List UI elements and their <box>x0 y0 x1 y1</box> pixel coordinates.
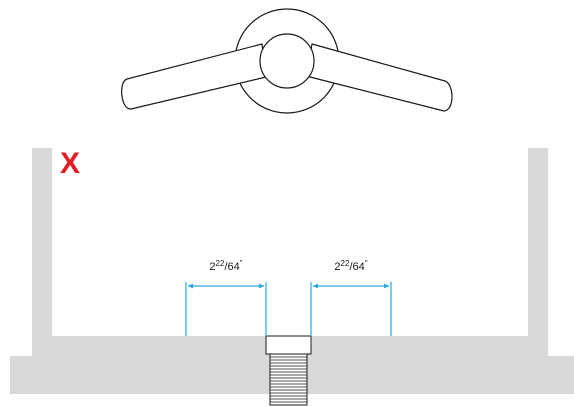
right-lever-arm <box>305 43 453 112</box>
basin-right-wall <box>528 148 548 356</box>
dimension-left: 222/64" <box>185 259 267 336</box>
faucet-handle-icon <box>121 8 453 114</box>
basin-left-wall <box>32 148 52 356</box>
dimension-right-arrow-end <box>384 283 389 289</box>
dimension-right-arrow-start <box>313 283 318 289</box>
drain-threads <box>270 356 307 403</box>
faucet-hub <box>259 33 315 89</box>
left-lever-arm <box>121 43 267 110</box>
dimension-right: 222/64" <box>310 259 392 336</box>
drain-threaded-body <box>269 353 308 406</box>
drain-flange <box>265 335 312 355</box>
dimension-left-arrow-end <box>259 283 264 289</box>
dimension-left-arrow-start <box>188 283 193 289</box>
dimension-right-label: 222/64" <box>334 259 367 273</box>
dimension-left-label: 222/64" <box>209 259 242 273</box>
incorrect-marker: X <box>60 147 80 180</box>
drain-pipe-icon <box>265 335 312 406</box>
